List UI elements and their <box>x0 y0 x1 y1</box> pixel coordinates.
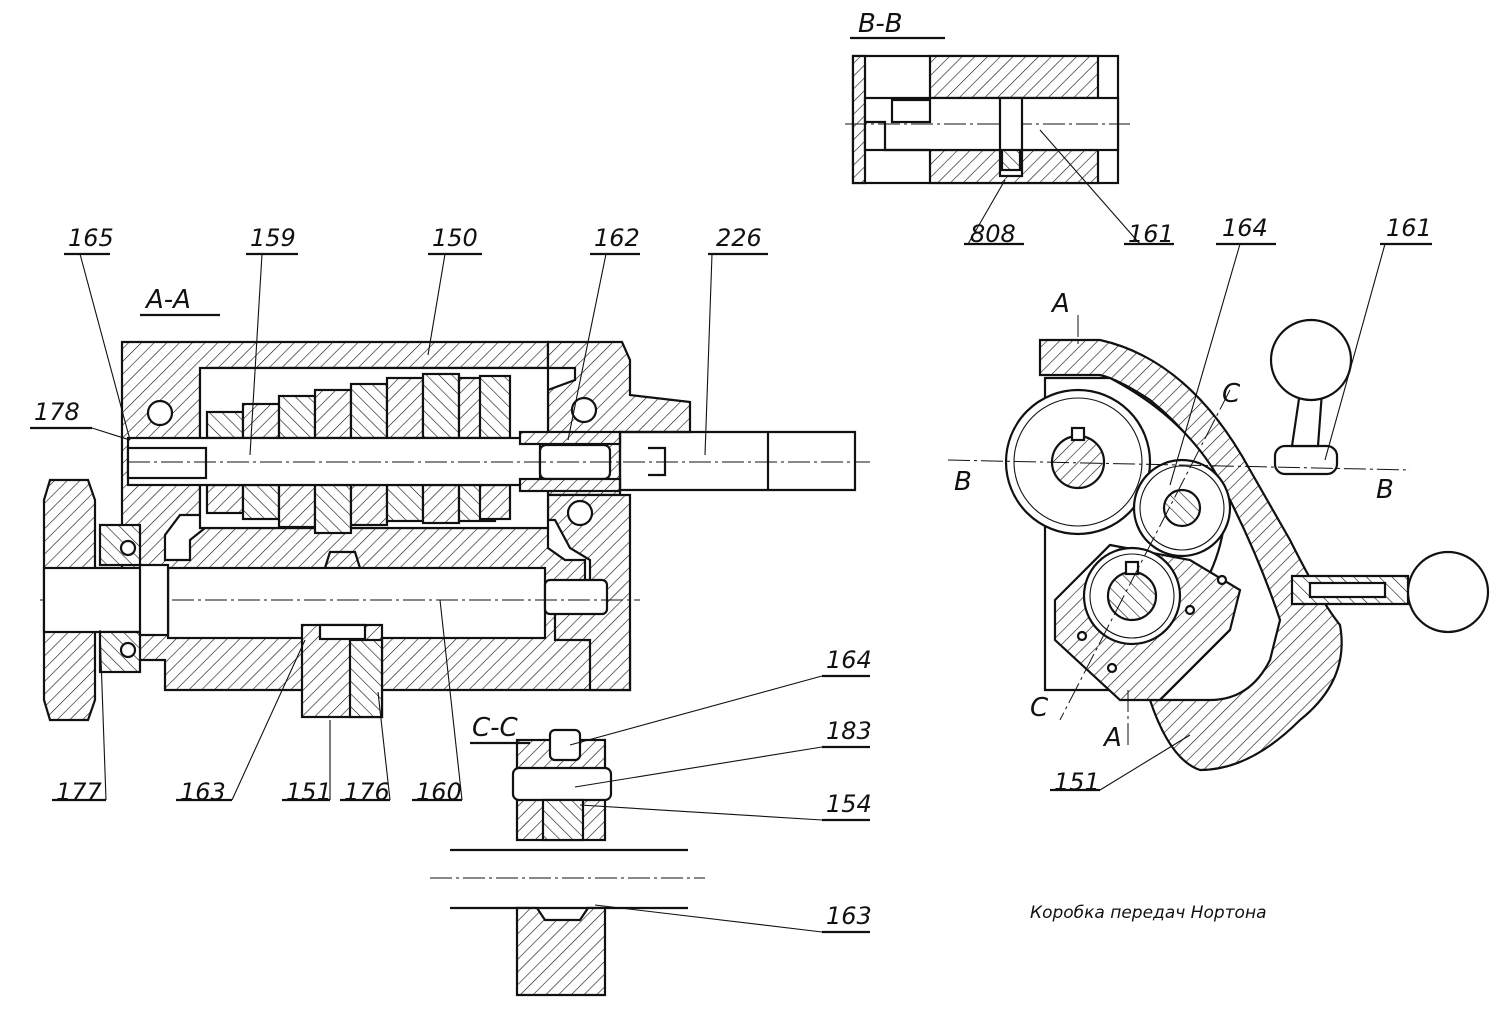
callout-808: 808 <box>970 220 1016 248</box>
callout-164-cc: 164 <box>826 646 872 674</box>
callout-163-cc: 163 <box>826 902 872 930</box>
callout-162: 162 <box>594 224 640 252</box>
view-mark-a-top: A <box>1050 289 1070 319</box>
bolt-hole <box>146 399 174 427</box>
callout-161-side: 161 <box>1386 214 1432 242</box>
section-c-c <box>430 728 705 997</box>
callout-226: 226 <box>716 224 762 252</box>
shaft-160-journal <box>543 578 609 616</box>
view-mark-c-top: C <box>1222 379 1241 409</box>
view-mark-c-bottom: C <box>1030 693 1049 723</box>
section-label-aa: A-A <box>144 285 191 315</box>
callout-151-side: 151 <box>1054 768 1100 796</box>
callout-151-aa: 151 <box>286 778 332 806</box>
section-label-bb: B-B <box>858 9 903 39</box>
callout-163-aa: 163 <box>180 778 226 806</box>
drawing-caption: Коробка передач Нортона <box>1030 903 1267 923</box>
knob-upper <box>1269 318 1353 402</box>
callout-178: 178 <box>34 398 80 426</box>
section-label-cc: C-C <box>472 713 519 743</box>
callout-165: 165 <box>68 224 114 252</box>
callout-164-side: 164 <box>1222 214 1268 242</box>
knob-lower <box>1406 550 1490 634</box>
labels: A-A B-B C-C 165 159 150 162 226 178 177 … <box>34 9 1432 930</box>
view-mark-b-left: B <box>954 467 972 497</box>
bolt-hole <box>566 499 594 527</box>
view-mark-a-bottom: A <box>1102 723 1122 753</box>
section-b-b <box>845 54 1130 185</box>
gear-cc-lower <box>515 906 607 997</box>
shaft-159-end <box>126 446 208 480</box>
section-a-a <box>40 340 870 722</box>
callout-183: 183 <box>826 717 872 745</box>
side-view <box>947 315 1490 772</box>
callout-176: 176 <box>344 778 390 806</box>
callout-177: 177 <box>56 778 103 806</box>
callout-160: 160 <box>416 778 462 806</box>
leader-lines <box>30 36 1432 934</box>
callout-161-bb: 161 <box>1128 220 1174 248</box>
shaft-226 <box>618 430 857 492</box>
bushing-162 <box>518 430 622 446</box>
view-mark-b-right: B <box>1376 475 1394 505</box>
bolt-hole <box>570 396 598 424</box>
callout-150: 150 <box>432 224 478 252</box>
callout-159: 159 <box>250 224 296 252</box>
callout-154: 154 <box>826 790 872 818</box>
